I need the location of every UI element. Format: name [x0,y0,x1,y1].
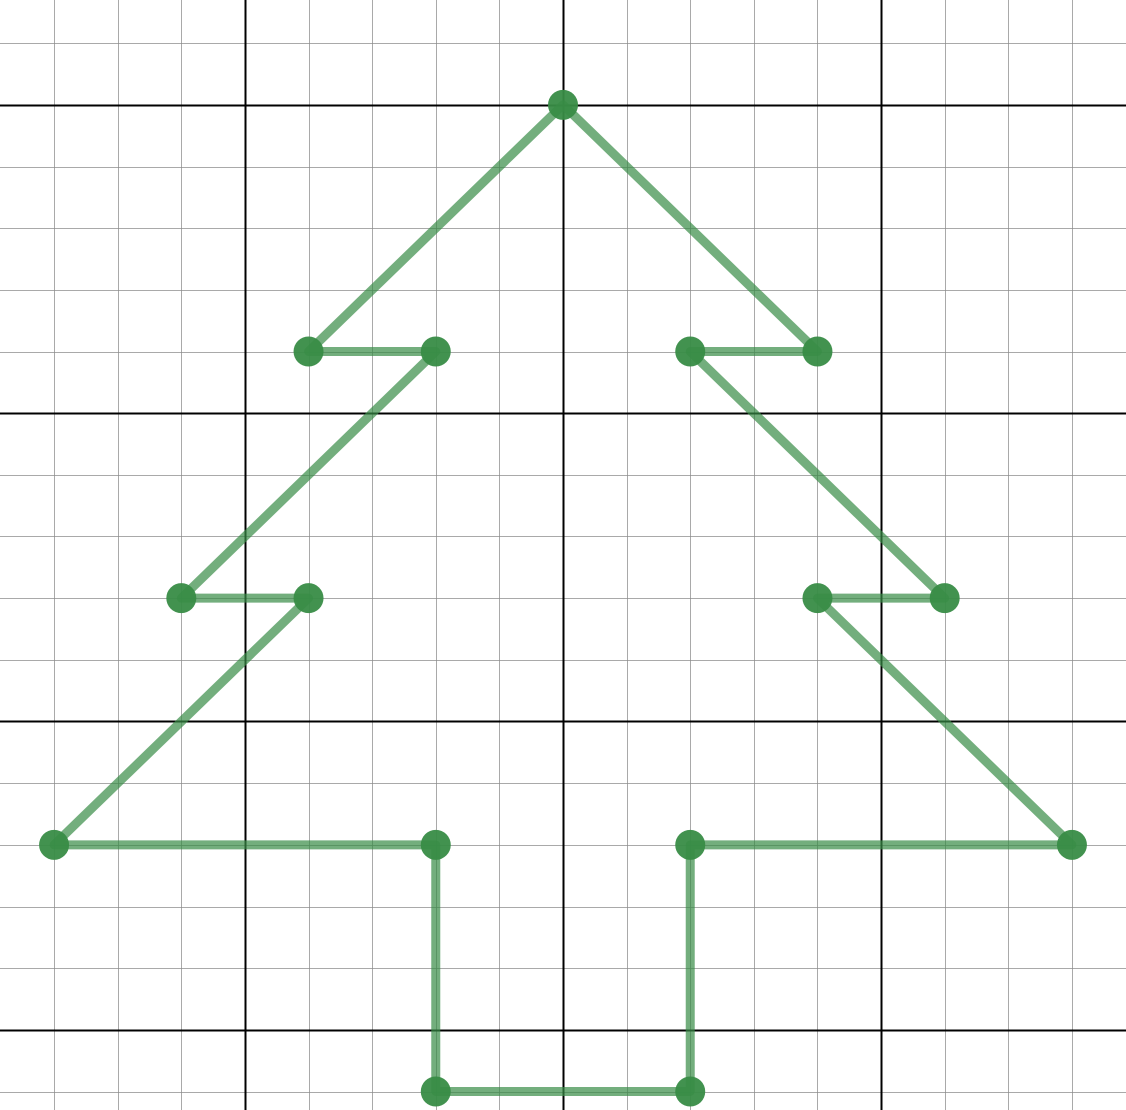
data-point [802,583,833,614]
data-point [166,583,197,614]
tree-series [49,100,1077,1096]
data-point [39,829,70,860]
data-point [420,829,451,860]
data-point [420,1076,451,1107]
data-point [293,583,324,614]
data-point [929,583,960,614]
tree-points [39,89,1087,1107]
series-line-0 [49,100,1077,1096]
data-point [802,336,833,367]
data-point [548,89,578,120]
data-point [420,336,451,367]
data-point [1056,829,1087,860]
data-point [675,336,706,367]
data-point [293,336,324,367]
data-point [675,1076,706,1107]
data-point [675,829,706,860]
